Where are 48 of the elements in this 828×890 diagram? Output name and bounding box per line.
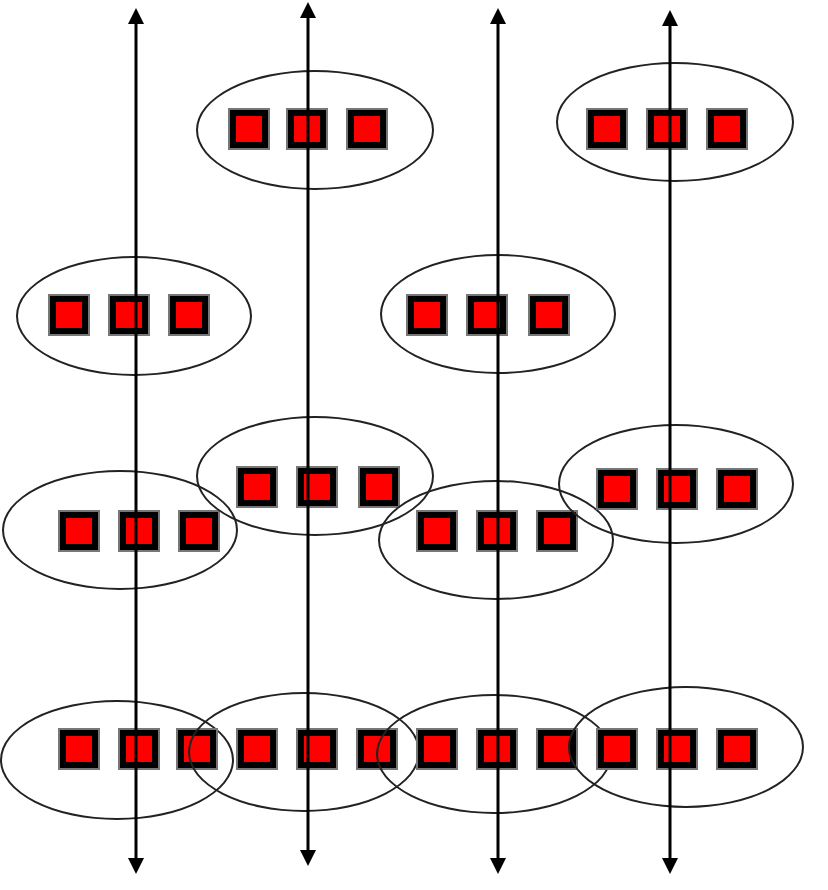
square-icon (120, 730, 158, 768)
group-ellipse (376, 694, 612, 814)
square-icon (598, 470, 636, 508)
square-icon (478, 512, 516, 550)
square-icon (538, 730, 576, 768)
square-icon (358, 730, 396, 768)
square-icon (178, 730, 216, 768)
square-icon (468, 296, 506, 334)
group-ellipse (556, 62, 794, 182)
square-icon (708, 110, 746, 148)
square-icon (120, 512, 158, 550)
group-ellipse (380, 254, 616, 374)
square-icon (110, 296, 148, 334)
square-icon (230, 110, 268, 148)
group-ellipse (0, 700, 234, 820)
square-icon (658, 470, 696, 508)
square-icon (298, 468, 336, 506)
square-icon (170, 296, 208, 334)
group-ellipse (16, 256, 252, 376)
square-icon (530, 296, 568, 334)
group-ellipse (558, 424, 794, 544)
square-icon (60, 512, 98, 550)
square-icon (718, 470, 756, 508)
group-ellipse (188, 692, 420, 812)
square-icon (478, 730, 516, 768)
square-icon (418, 730, 456, 768)
group-ellipse (568, 686, 804, 808)
square-icon (50, 296, 88, 334)
square-icon (588, 110, 626, 148)
group-ellipse (196, 416, 434, 536)
square-icon (658, 730, 696, 768)
square-icon (598, 730, 636, 768)
square-icon (288, 110, 326, 148)
square-icon (418, 512, 456, 550)
square-icon (348, 110, 386, 148)
square-icon (648, 110, 686, 148)
group-ellipse (196, 70, 434, 190)
group-ellipse (378, 480, 614, 600)
square-icon (718, 730, 756, 768)
square-icon (298, 730, 336, 768)
square-icon (180, 512, 218, 550)
square-icon (60, 730, 98, 768)
group-ellipse (2, 470, 238, 590)
square-icon (238, 468, 276, 506)
square-icon (360, 468, 398, 506)
square-icon (538, 512, 576, 550)
square-icon (408, 296, 446, 334)
square-icon (238, 730, 276, 768)
